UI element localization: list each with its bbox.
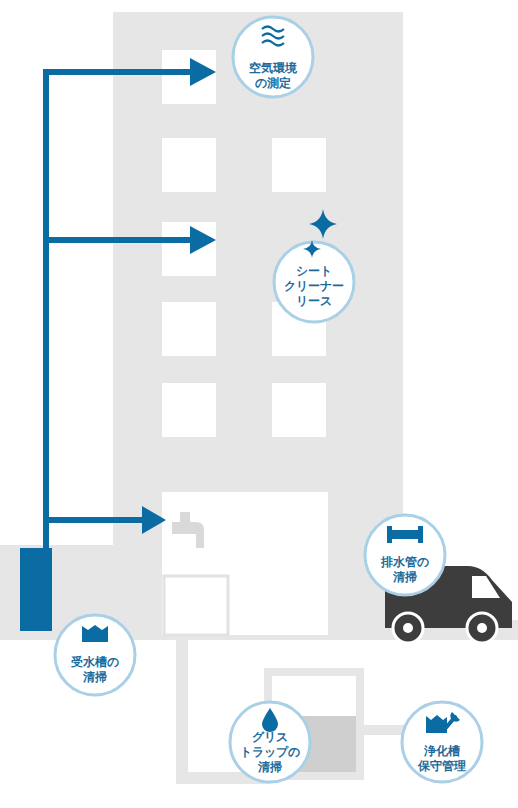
window (162, 222, 216, 276)
window (272, 383, 326, 437)
service-circle: 浄化槽 保守管理 (400, 700, 484, 784)
pipe-flange (418, 526, 423, 543)
supply-pipe (46, 72, 192, 548)
circle-shape (402, 702, 482, 782)
drop-icon (262, 708, 278, 732)
wrench-icon (444, 717, 455, 730)
circle-shape (274, 242, 354, 322)
faucet-handle (180, 512, 190, 522)
arrow-head (142, 506, 166, 534)
van-hub (403, 623, 413, 633)
septic-icon (426, 715, 447, 733)
service-label: 空気環境 の測定 (237, 61, 309, 91)
window (162, 50, 216, 104)
arrow-head (190, 226, 216, 254)
service-circle: 排水管の 清掃 (363, 513, 447, 597)
van-hub (477, 623, 487, 633)
circle-shape (233, 17, 313, 97)
circle-shape (365, 515, 445, 595)
sparkle-icon (309, 209, 337, 239)
circle-shape (55, 615, 135, 695)
service-circle: グリス トラップの 清掃 (228, 700, 312, 784)
pipe-icon (390, 530, 420, 539)
service-label: 浄化槽 保守管理 (406, 744, 478, 774)
faucet (172, 522, 204, 548)
window (272, 138, 326, 192)
window (162, 138, 216, 192)
service-label: 排水管の 清掃 (369, 555, 441, 585)
sparkle-icon (303, 240, 321, 258)
service-circle: 受水槽の 清掃 (53, 613, 137, 697)
ground-floor-room (162, 492, 328, 635)
tank-icon (82, 625, 108, 642)
van-wheel (467, 613, 497, 643)
service-circle: 空気環境 の測定 (231, 15, 315, 99)
wrench-head (450, 712, 460, 722)
circle-shape (230, 702, 310, 782)
window (162, 383, 216, 437)
service-circle: シート クリーナー リース (272, 240, 356, 324)
water-tank (20, 548, 52, 631)
service-label: シート クリーナー リース (278, 264, 350, 309)
window (162, 302, 216, 356)
sink (164, 576, 228, 635)
arrow-head (190, 58, 216, 86)
van-window (472, 576, 500, 598)
building (113, 12, 403, 640)
service-label: 受水槽の 清掃 (59, 655, 131, 685)
van-wheel (393, 613, 423, 643)
service-label: グリス トラップの 清掃 (234, 730, 306, 775)
air-icon (262, 27, 284, 46)
pipe-flange (387, 526, 392, 543)
